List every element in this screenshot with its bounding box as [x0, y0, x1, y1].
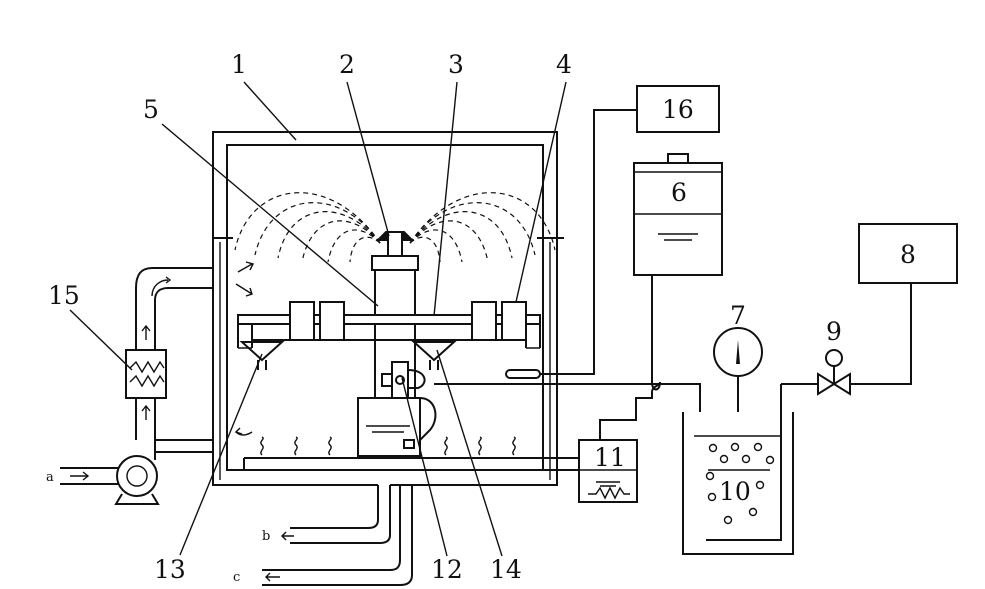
funnel-left: [239, 341, 285, 370]
valve: [781, 283, 912, 396]
label-5: 5: [143, 95, 159, 124]
heater-box: [578, 439, 638, 503]
water-line: [434, 383, 701, 412]
pressure-gauge: [713, 327, 763, 412]
label-1: 1: [231, 50, 247, 79]
label-13: 13: [154, 555, 186, 584]
label-15: 15: [48, 281, 80, 310]
inner-pump: [381, 361, 437, 449]
rack-items: [289, 301, 527, 341]
leader-lines: [69, 81, 567, 557]
spray-head: [371, 231, 419, 271]
label-b: b: [262, 529, 270, 544]
funnel-right: [411, 341, 457, 370]
air-duct: [135, 261, 255, 468]
label-8: 8: [900, 240, 916, 269]
label-16: 16: [662, 95, 694, 124]
label-7: 7: [730, 301, 746, 330]
label-10: 10: [719, 477, 751, 506]
label-c: c: [233, 570, 240, 585]
label-6: 6: [671, 178, 687, 207]
heat-exchanger: [125, 324, 167, 420]
bubble-tank: [682, 384, 794, 555]
label-14: 14: [490, 555, 522, 584]
label-9: 9: [826, 317, 842, 346]
gas-source: [858, 223, 958, 284]
detergent-tank: [599, 153, 723, 440]
callout-labels: 1 2 3 4 5 16 6 8 15 7 9 11 10 13 12 14 a…: [46, 50, 916, 585]
label-12: 12: [431, 555, 463, 584]
heater-elements: [243, 436, 584, 471]
label-2: 2: [339, 50, 355, 79]
chamber-shell: [212, 131, 564, 486]
drain-outlets: [262, 485, 413, 586]
label-a: a: [46, 470, 54, 485]
controller-16: [505, 85, 720, 379]
label-3: 3: [448, 50, 464, 79]
blower: [60, 455, 160, 505]
label-4: 4: [556, 50, 572, 79]
label-11: 11: [594, 443, 626, 472]
